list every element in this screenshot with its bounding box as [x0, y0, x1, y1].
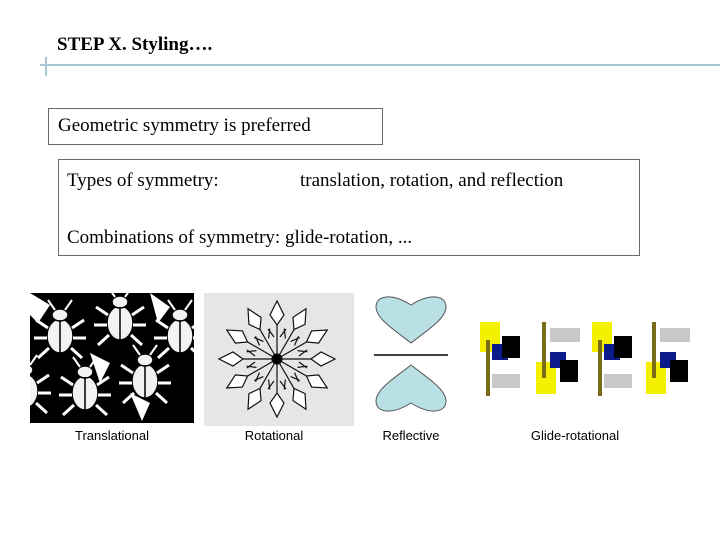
translational-image: [30, 293, 194, 423]
reflective-image: [370, 293, 454, 423]
mirrored-hearts-icon: [374, 296, 448, 412]
combinations-text: Combinations of symmetry: glide-rotation…: [67, 227, 413, 248]
caption-rotational: Rotational: [244, 428, 304, 443]
title-underline: [40, 64, 720, 66]
slide-title: STEP X. Styling….: [57, 34, 213, 55]
preference-box: Geometric symmetry is preferred: [48, 108, 383, 145]
caption-glide-rotational: Glide-rotational: [530, 428, 620, 443]
caption-reflective: Reflective: [382, 428, 440, 443]
rotational-image: [204, 293, 354, 426]
types-label: Types of symmetry:: [67, 170, 219, 191]
title-rule-tick: [45, 57, 47, 76]
snowflake-star-icon: [218, 299, 336, 418]
beetle-tessellation-icon: [30, 293, 194, 423]
types-value: translation, rotation, and reflection: [300, 170, 564, 191]
symmetry-types-box: Types of symmetry: translation, rotation…: [58, 159, 640, 256]
glide-rotated-flags-icon: [480, 322, 690, 396]
glide-rotational-image: [478, 318, 696, 400]
caption-translational: Translational: [75, 428, 149, 443]
